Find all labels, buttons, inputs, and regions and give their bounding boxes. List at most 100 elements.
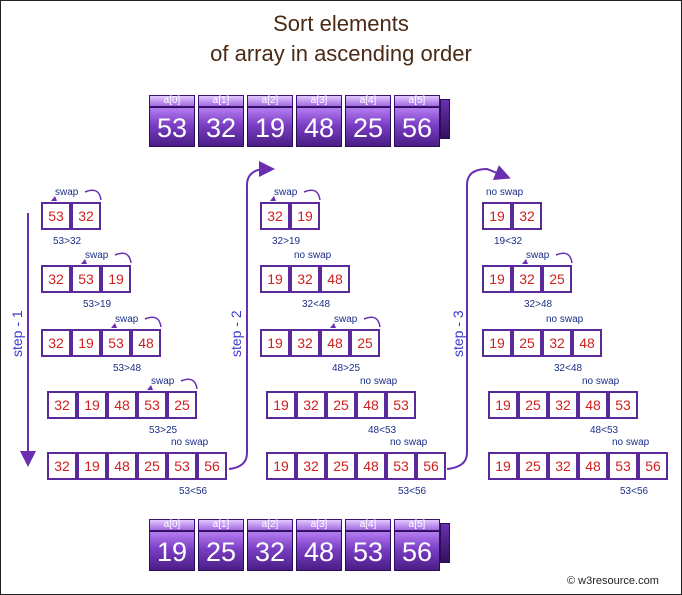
- swap-label: swap: [151, 376, 175, 387]
- swap-arrow: [84, 189, 102, 201]
- step-label: step - 1: [9, 310, 25, 357]
- comparison-label: 53>48: [113, 363, 142, 374]
- swap-label: swap: [85, 250, 109, 261]
- swap-arrow-head: [147, 385, 153, 390]
- array-cell: 32: [71, 202, 101, 230]
- comparison-label: 32<48: [554, 363, 583, 374]
- array-cell: 19: [266, 452, 296, 480]
- array-cell: 32: [41, 329, 71, 357]
- array-cell: 48: [107, 391, 137, 419]
- swap-label: no swap: [612, 437, 650, 448]
- element-value: 53: [345, 531, 391, 571]
- array-cell: 48: [572, 329, 602, 357]
- array-cell: 53: [386, 391, 416, 419]
- array-cell: 25: [518, 391, 548, 419]
- credit: © w3resource.com: [567, 575, 659, 587]
- array-cell: 25: [542, 265, 572, 293]
- comparison-label: 32>48: [524, 299, 553, 310]
- swap-arrow: [114, 252, 132, 264]
- swap-label: swap: [526, 250, 550, 261]
- element-value: 56: [394, 107, 440, 147]
- index-label: a[2]: [247, 519, 293, 531]
- array-cell: 53: [608, 452, 638, 480]
- array-cell: 53: [608, 391, 638, 419]
- array-cell: 19: [266, 391, 296, 419]
- index-label: a[1]: [198, 95, 244, 107]
- comparison-label: 53>32: [53, 236, 82, 247]
- array-cell: 19: [488, 391, 518, 419]
- array-cell: 48: [578, 391, 608, 419]
- array-cell: 53: [137, 391, 167, 419]
- swap-label: no swap: [486, 187, 524, 198]
- array-cell: 48: [578, 452, 608, 480]
- step-label: step - 2: [228, 310, 244, 357]
- element-value: 53: [149, 107, 195, 147]
- array-cell: 32: [41, 265, 71, 293]
- array-cell: 25: [518, 452, 548, 480]
- array-cell: 25: [512, 329, 542, 357]
- array-cell: 32: [548, 391, 578, 419]
- element-value: 48: [296, 531, 342, 571]
- swap-label: swap: [55, 187, 79, 198]
- swap-arrow: [363, 316, 381, 328]
- array-cell: 53: [41, 202, 71, 230]
- element-value: 19: [247, 107, 293, 147]
- swap-arrow: [180, 378, 198, 390]
- array-cell: 32: [47, 391, 77, 419]
- array-cell: 25: [350, 329, 380, 357]
- comparison-label: 53<56: [398, 486, 427, 497]
- array-cell: 48: [320, 265, 350, 293]
- array-cell: 48: [356, 391, 386, 419]
- array-cell: 32: [47, 452, 77, 480]
- array-cell: 32: [512, 265, 542, 293]
- array-cell: 19: [77, 391, 107, 419]
- element-value: 25: [345, 107, 391, 147]
- element-value: 25: [198, 531, 244, 571]
- comparison-label: 19<32: [494, 236, 523, 247]
- array-cell: 53: [71, 265, 101, 293]
- array-cell: 48: [131, 329, 161, 357]
- swap-label: no swap: [171, 437, 209, 448]
- comparison-label: 32>19: [272, 236, 301, 247]
- cube-side: [440, 99, 450, 139]
- swap-arrow-head: [522, 259, 528, 264]
- comparison-label: 48<53: [368, 425, 397, 436]
- array-cell: 19: [482, 329, 512, 357]
- comparison-label: 48<53: [590, 425, 619, 436]
- swap-arrow-head: [111, 323, 117, 328]
- index-label: a[5]: [394, 519, 440, 531]
- swap-arrow-head: [81, 259, 87, 264]
- swap-arrow-head: [270, 196, 276, 201]
- index-label: a[0]: [149, 95, 195, 107]
- swap-label: no swap: [360, 376, 398, 387]
- element-value: 56: [394, 531, 440, 571]
- array-cell: 53: [101, 329, 131, 357]
- title-line-1: Sort elements: [273, 11, 409, 36]
- array-cell: 19: [77, 452, 107, 480]
- array-cell: 19: [488, 452, 518, 480]
- element-value: 19: [149, 531, 195, 571]
- array-cell: 19: [482, 265, 512, 293]
- title-line-2: of array in ascending order: [210, 41, 472, 66]
- array-cell: 56: [197, 452, 227, 480]
- index-label: a[4]: [345, 519, 391, 531]
- swap-label: no swap: [546, 314, 584, 325]
- swap-arrow: [555, 252, 573, 264]
- array-cell: 32: [542, 329, 572, 357]
- comparison-label: 48>25: [332, 363, 361, 374]
- array-cell: 48: [356, 452, 386, 480]
- array-cell: 56: [416, 452, 446, 480]
- index-label: a[0]: [149, 519, 195, 531]
- index-label: a[5]: [394, 95, 440, 107]
- comparison-label: 32<48: [302, 299, 331, 310]
- array-cell: 56: [638, 452, 668, 480]
- element-value: 48: [296, 107, 342, 147]
- array-cell: 19: [260, 329, 290, 357]
- array-cell: 53: [386, 452, 416, 480]
- swap-label: no swap: [294, 250, 332, 261]
- array-cell: 32: [296, 391, 326, 419]
- array-cell: 32: [296, 452, 326, 480]
- comparison-label: 53>19: [83, 299, 112, 310]
- index-label: a[1]: [198, 519, 244, 531]
